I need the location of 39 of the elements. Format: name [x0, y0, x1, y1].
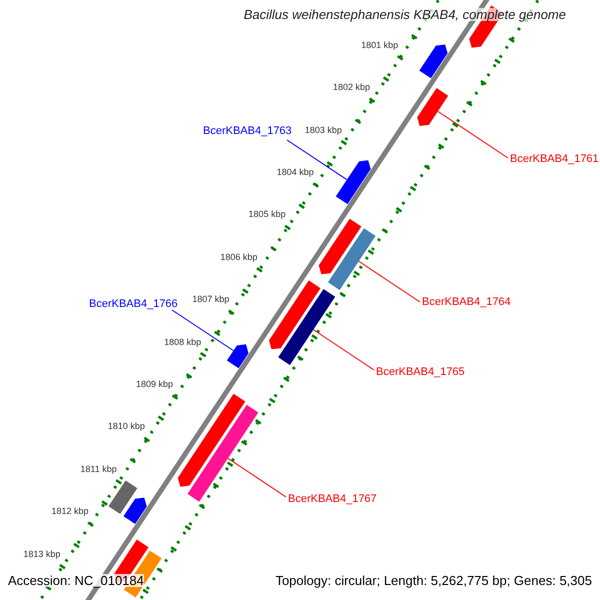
gene-block: [188, 404, 258, 502]
scale-label: 1809 kbp: [136, 380, 174, 390]
leader-line: [358, 260, 420, 302]
gene-block: [269, 280, 320, 350]
gene-block: [178, 394, 246, 487]
gene-block: [278, 289, 336, 366]
scale-label: 1801 kbp: [361, 40, 398, 50]
gene-label: BcerKBAB4_1767: [288, 492, 377, 506]
gene-block: [417, 88, 448, 126]
leader-line: [227, 458, 286, 498]
accession-text: Accession: NC_010184: [8, 574, 144, 587]
scale-label: 1808 kbp: [164, 338, 202, 347]
gene-label: BcerKBAB4_1766: [89, 297, 178, 311]
scale-label: 1802 kbp: [333, 83, 370, 92]
scale-label: 1807 kbp: [192, 295, 230, 304]
scale-label: 1813 kbp: [23, 550, 60, 559]
scale-label: 1810 kbp: [108, 422, 145, 432]
gene-block: [419, 44, 448, 78]
gene-label: BcerKBAB4_1761: [510, 152, 599, 166]
leader-line: [312, 329, 374, 370]
gene-block: [124, 498, 147, 524]
gene-label: BcerKBAB4_1763: [203, 124, 292, 138]
scale-label: 1806 kbp: [220, 252, 258, 262]
leader-line: [286, 140, 348, 180]
scale-label: 1811 kbp: [80, 464, 117, 474]
gene-block: [318, 218, 362, 274]
gene-block: [328, 228, 376, 290]
scale-label: 1812 kbp: [52, 507, 89, 516]
leader-line: [172, 310, 234, 352]
gene-block: [336, 160, 371, 204]
gene-label: BcerKBAB4_1764: [422, 295, 511, 309]
gene-block: [108, 480, 138, 514]
gene-block: [226, 344, 248, 368]
scale-label: 1803 kbp: [304, 126, 342, 135]
scale-label: 1804 kbp: [276, 168, 314, 178]
scale-label: 1805 kbp: [248, 210, 286, 220]
gene-label: BcerKBAB4_1765: [376, 365, 465, 379]
leader-line: [437, 110, 508, 158]
genome-info-text: Topology: circular; Length: 5,262,775 bp; Genes: 5,305: [275, 574, 592, 587]
